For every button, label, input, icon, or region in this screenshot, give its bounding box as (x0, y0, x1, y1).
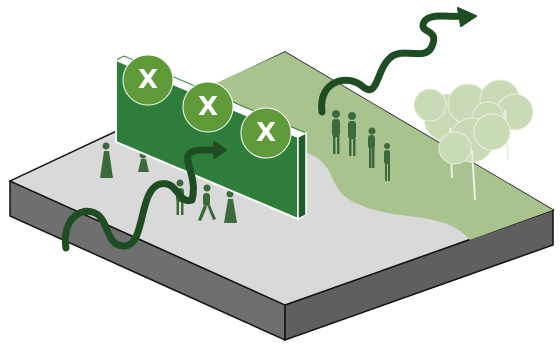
tree-group (413, 79, 534, 201)
person-icon (368, 127, 376, 168)
person-icon (198, 184, 216, 221)
barrier-markers: X X X (122, 54, 292, 159)
people-park (332, 110, 390, 181)
barrier-marker-3: X (240, 107, 292, 159)
barrier-mark-3: X (256, 118, 276, 148)
park-area (205, 52, 553, 240)
tree-icon (438, 113, 511, 201)
arrow-icon (61, 146, 222, 252)
person-icon (384, 143, 390, 181)
wall-side (297, 131, 307, 221)
arrow-icon (318, 12, 466, 116)
barrier-mark-2: X (198, 92, 218, 122)
people-street (100, 142, 237, 223)
person-icon (332, 110, 340, 154)
flow-arrows (61, 7, 477, 252)
barrier-marker-2: X (182, 81, 234, 133)
arrow-head-street (213, 141, 227, 159)
arrow-head-park (457, 7, 477, 27)
barrier-marker-1: X (122, 54, 174, 106)
person-icon (224, 190, 237, 223)
person-icon (348, 112, 356, 156)
person-icon (100, 142, 113, 178)
barrier-mark-1: X (138, 65, 158, 95)
